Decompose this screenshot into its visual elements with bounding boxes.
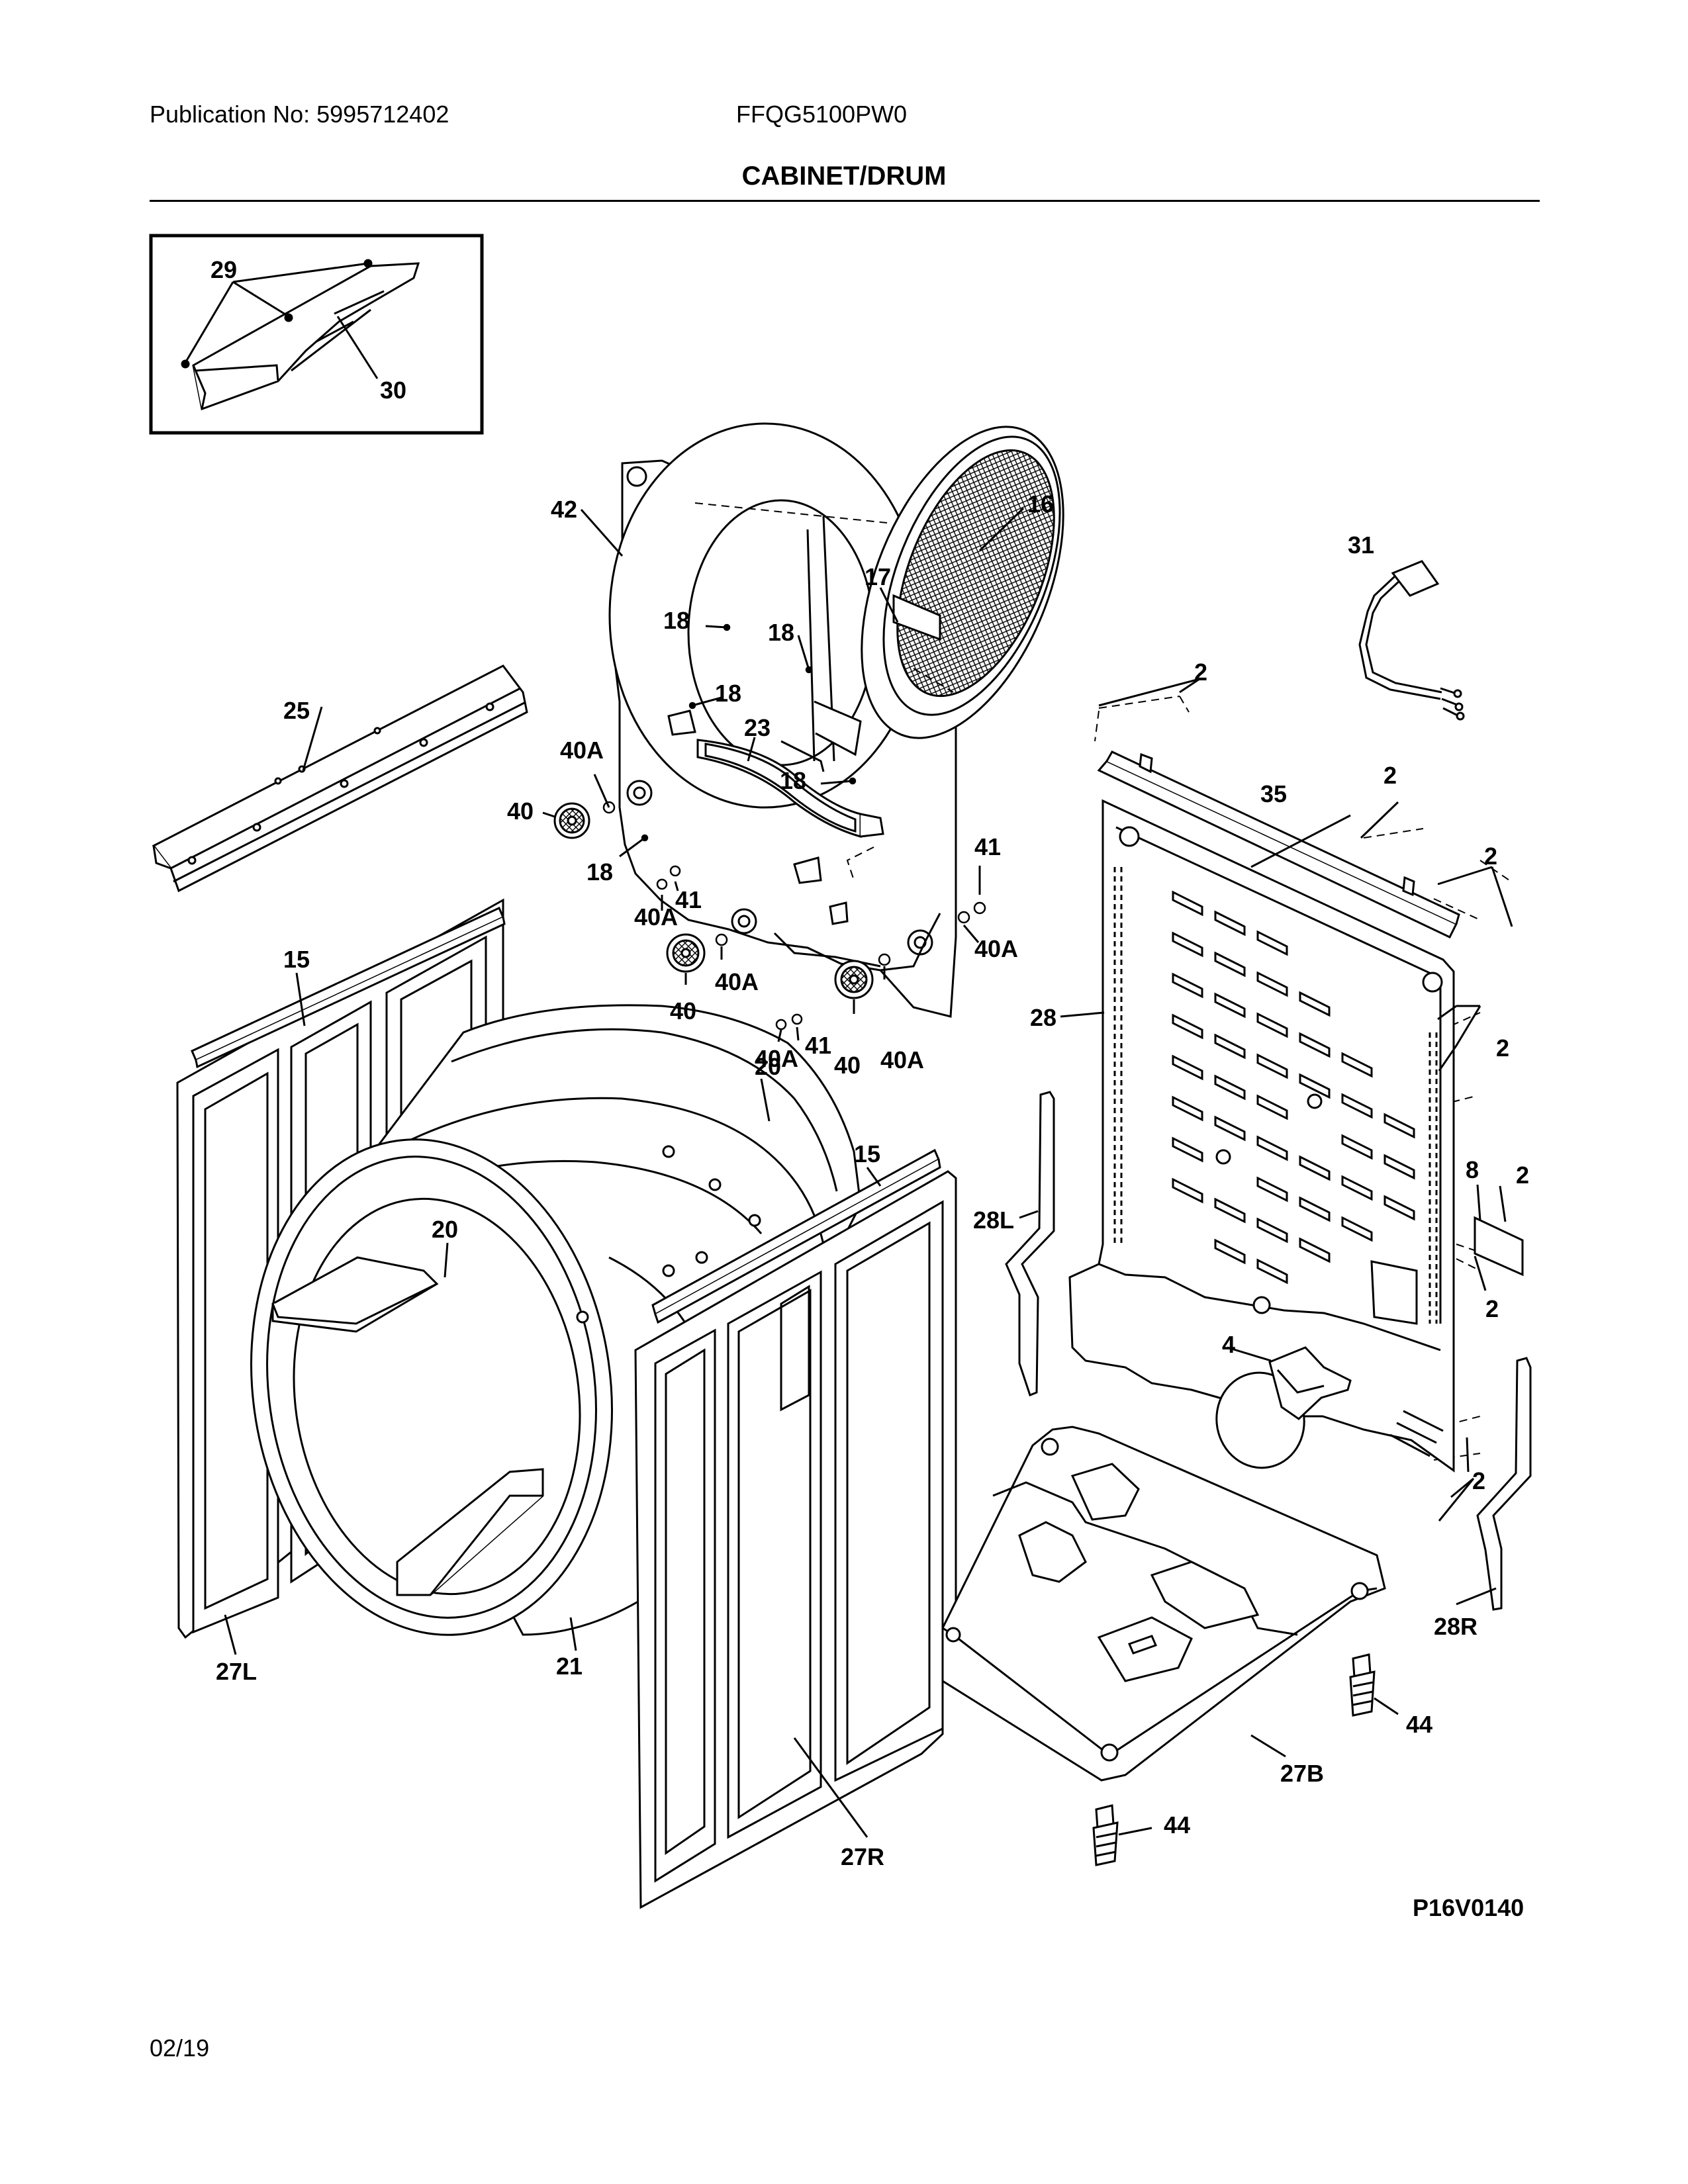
part-35-rear-brace	[1097, 751, 1460, 938]
callout-41-a: 41	[675, 886, 702, 913]
page-title: CABINET/DRUM	[741, 161, 947, 191]
callout-2-g: 2	[1472, 1467, 1485, 1494]
callout-18-a: 18	[663, 607, 690, 634]
callout-35: 35	[1260, 780, 1287, 807]
callout-2-d: 2	[1496, 1034, 1509, 1062]
part-15-left-strip	[191, 906, 506, 1069]
revision-date: 02/19	[150, 2034, 210, 2062]
drum-baffles	[271, 1256, 544, 1596]
callout-15-b: 15	[854, 1140, 880, 1167]
callout-21: 21	[556, 1653, 583, 1680]
part-16-filter-housing	[861, 426, 1064, 739]
callout-44-a: 44	[1406, 1711, 1432, 1738]
callout-2-b: 2	[1383, 762, 1397, 789]
part-30-bracket	[192, 262, 420, 411]
callout-18-b: 18	[768, 619, 794, 646]
callout-2-a: 2	[1194, 659, 1207, 686]
part-4-vent-duct	[1268, 1346, 1352, 1420]
part-27R-right-panel	[634, 1170, 957, 1909]
part-31-power-cord	[1358, 560, 1465, 721]
part-40-rollers	[553, 802, 874, 999]
callouts: 42 16 31 17 18 18 18 18 18 25 23 40A 40 …	[216, 490, 1529, 1870]
callout-4: 4	[1222, 1331, 1235, 1358]
callout-40A-d: 40A	[715, 968, 759, 995]
callout-41-b: 41	[974, 833, 1001, 860]
callout-18-d: 18	[780, 767, 806, 794]
callout-40A-a: 40A	[560, 737, 604, 764]
callout-15-a: 15	[283, 946, 310, 973]
part-28L-strip	[1005, 1091, 1055, 1396]
figure-code: P16V0140	[1413, 1894, 1524, 1921]
callout-17: 17	[865, 563, 891, 590]
callout-20-a: 20	[755, 1053, 781, 1080]
part-28-rear-panel	[1068, 799, 1455, 1473]
callout-40A-b: 40A	[634, 903, 678, 931]
callout-23: 23	[744, 714, 771, 741]
callout-20-b: 20	[432, 1216, 458, 1243]
callout-27L: 27L	[216, 1658, 257, 1685]
part-27B-base	[941, 1426, 1386, 1782]
model-number: FFQG5100PW0	[736, 101, 908, 128]
part-15-right-strip	[651, 1148, 941, 1324]
callout-8: 8	[1466, 1156, 1479, 1183]
callout-40A-f: 40A	[880, 1046, 924, 1073]
callout-16: 16	[1027, 490, 1054, 518]
callout-27B: 27B	[1280, 1760, 1324, 1787]
callout-18-e: 18	[586, 858, 613, 886]
callout-31: 31	[1348, 531, 1374, 559]
callout-2-e: 2	[1516, 1161, 1529, 1189]
callout-29: 29	[211, 256, 237, 283]
part-8-cover-plate	[1474, 1216, 1524, 1277]
callout-2-c: 2	[1484, 842, 1497, 870]
part-28R-strip	[1476, 1357, 1532, 1611]
callout-30: 30	[380, 377, 406, 404]
part-44-leveling-legs	[1092, 1653, 1376, 1866]
callout-40-b: 40	[670, 997, 696, 1024]
callout-28R: 28R	[1434, 1613, 1477, 1640]
leader-30	[336, 316, 379, 379]
callout-2-f: 2	[1485, 1295, 1499, 1322]
header-rule	[150, 200, 1540, 202]
callout-40A-e: 40A	[755, 1045, 798, 1072]
callout-42: 42	[551, 496, 577, 523]
callout-18-c: 18	[715, 680, 741, 707]
leader-29	[181, 259, 373, 369]
part-23-drum-slide	[696, 739, 884, 838]
callout-40-c: 40	[834, 1052, 861, 1079]
callout-27R: 27R	[841, 1843, 884, 1870]
callout-40-a: 40	[507, 797, 534, 825]
leader-lines	[224, 507, 1513, 1838]
inset-box: 29 30	[149, 234, 484, 435]
callout-41-c: 41	[805, 1032, 831, 1059]
part-25-top-brace	[152, 664, 528, 893]
publication-number: Publication No: 5995712402	[150, 101, 449, 128]
callout-40A-c: 40A	[974, 935, 1018, 962]
callout-28L: 28L	[973, 1206, 1014, 1234]
callout-28: 28	[1030, 1004, 1056, 1031]
callout-44-b: 44	[1164, 1811, 1190, 1839]
callout-25: 25	[283, 697, 310, 724]
